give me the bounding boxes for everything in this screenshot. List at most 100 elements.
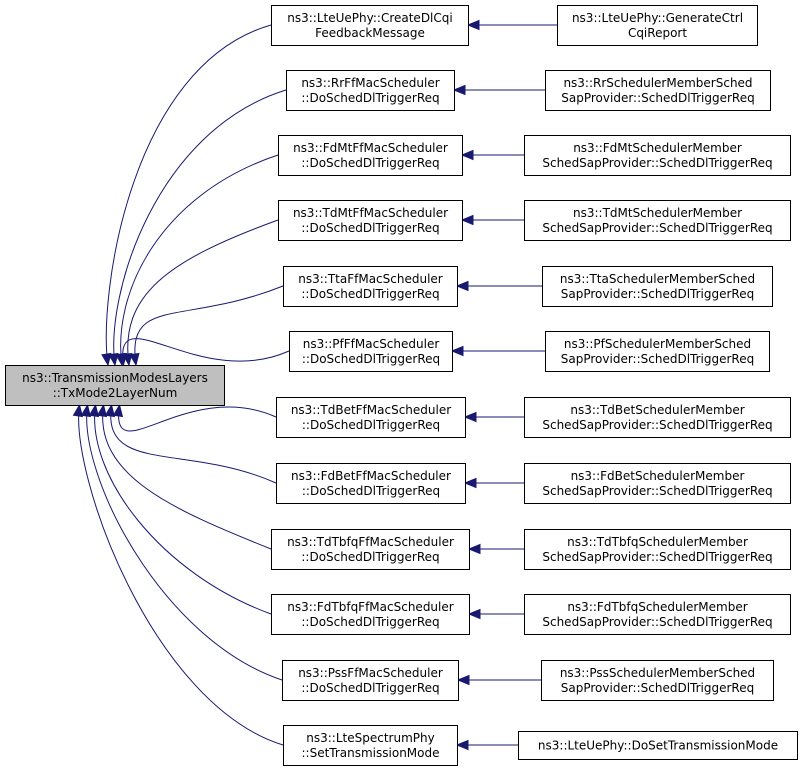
edge-c8-to-root bbox=[110, 404, 277, 484]
node-label-line: ::TxMode2LayerNum bbox=[53, 386, 178, 400]
node-label-line: ns3::LteUePhy::DoSetTransmissionMode bbox=[538, 739, 778, 753]
node-box bbox=[518, 731, 798, 760]
nodes-layer: ns3::TransmissionModesLayers::TxMode2Lay… bbox=[5, 5, 798, 766]
edge-c3-to-root bbox=[120, 154, 279, 366]
node-label-line: ns3::FdBetFfMacScheduler bbox=[291, 469, 451, 483]
edge-c2-to-root bbox=[113, 89, 287, 366]
node-label-line: SapProvider::SchedDlTriggerReq bbox=[561, 91, 754, 105]
node-box bbox=[524, 397, 791, 438]
node-label-line: ::SetTransmissionMode bbox=[301, 746, 439, 760]
node-c12[interactable]: ns3::LteSpectrumPhy::SetTransmissionMode bbox=[283, 725, 458, 766]
node-box bbox=[524, 594, 791, 635]
node-label-line: SapProvider::SchedDlTriggerReq bbox=[561, 352, 754, 366]
node-c11[interactable]: ns3::PssFfMacScheduler::DoSchedDlTrigger… bbox=[282, 660, 459, 701]
node-o11[interactable]: ns3::PssSchedulerMemberSchedSapProvider:… bbox=[541, 660, 774, 701]
node-o5[interactable]: ns3::TtaSchedulerMemberSchedSapProvider:… bbox=[542, 266, 773, 307]
node-o7[interactable]: ns3::TdBetSchedulerMemberSchedSapProvide… bbox=[524, 397, 791, 438]
node-c9[interactable]: ns3::TdTbfqFfMacScheduler::DoSchedDlTrig… bbox=[271, 529, 470, 570]
edge-o2-to-c2-arrowhead bbox=[452, 84, 466, 96]
node-c1[interactable]: ns3::LteUePhy::CreateDlCqiFeedbackMessag… bbox=[271, 5, 469, 46]
node-box bbox=[542, 266, 773, 307]
node-box bbox=[524, 529, 791, 570]
node-label-line: ns3::LteUePhy::GenerateCtrl bbox=[572, 11, 743, 25]
node-label-line: ::DoSchedDlTriggerReq bbox=[302, 352, 440, 366]
node-label-line: ns3::FdBetSchedulerMember bbox=[571, 469, 745, 483]
node-box bbox=[5, 365, 225, 406]
node-box bbox=[524, 463, 791, 504]
node-label-line: SapProvider::SchedDlTriggerReq bbox=[561, 681, 754, 695]
node-label-line: ns3::TdTbfqFfMacScheduler bbox=[287, 535, 454, 549]
edge-c1-to-root bbox=[105, 24, 272, 366]
edge-o3-to-c3-arrowhead bbox=[460, 149, 474, 161]
edge-c5-to-root bbox=[134, 285, 284, 366]
node-label-line: ::DoSchedDlTriggerReq bbox=[301, 615, 439, 629]
node-box bbox=[282, 660, 459, 701]
node-label-line: SchedSapProvider::SchedDlTriggerReq bbox=[542, 550, 772, 564]
node-label-line: ns3::PssFfMacScheduler bbox=[298, 666, 443, 680]
node-o12[interactable]: ns3::LteUePhy::DoSetTransmissionMode bbox=[518, 731, 798, 760]
node-o3[interactable]: ns3::FdMtSchedulerMemberSchedSapProvider… bbox=[524, 135, 791, 176]
node-o9[interactable]: ns3::TdTbfqSchedulerMemberSchedSapProvid… bbox=[524, 529, 791, 570]
node-c5[interactable]: ns3::TtaFfMacScheduler::DoSchedDlTrigger… bbox=[283, 266, 458, 307]
node-label-line: ns3::FdMtFfMacScheduler bbox=[293, 141, 448, 155]
node-o4[interactable]: ns3::TdMtSchedulerMemberSchedSapProvider… bbox=[524, 200, 791, 241]
node-label-line: ns3::TdTbfqSchedulerMember bbox=[567, 535, 748, 549]
node-label-line: ns3::RrFfMacScheduler bbox=[301, 76, 439, 90]
edge-c10-to-root bbox=[94, 404, 272, 615]
node-label-line: SchedSapProvider::SchedDlTriggerReq bbox=[542, 221, 772, 235]
node-o8[interactable]: ns3::FdBetSchedulerMemberSchedSapProvide… bbox=[524, 463, 791, 504]
edge-c7-to-root-arrowhead bbox=[112, 403, 124, 418]
edge-o12-to-c12-arrowhead bbox=[455, 739, 469, 751]
edge-c9-to-root-arrowhead bbox=[96, 403, 108, 418]
node-c10[interactable]: ns3::FdTbfqFfMacScheduler::DoSchedDlTrig… bbox=[271, 594, 470, 635]
node-label-line: ::DoSchedDlTriggerReq bbox=[301, 681, 439, 695]
node-label-line: ns3::FdTbfqSchedulerMember bbox=[567, 600, 747, 614]
node-box bbox=[286, 70, 455, 111]
node-c6[interactable]: ns3::PfFfMacScheduler::DoSchedDlTriggerR… bbox=[289, 331, 453, 372]
node-box bbox=[524, 200, 791, 241]
node-label-line: ns3::TtaFfMacScheduler bbox=[298, 272, 443, 286]
node-label-line: ns3::PssSchedulerMemberSched bbox=[560, 666, 755, 680]
node-c7[interactable]: ns3::TdBetFfMacScheduler::DoSchedDlTrigg… bbox=[276, 397, 466, 438]
node-o10[interactable]: ns3::FdTbfqSchedulerMemberSchedSapProvid… bbox=[524, 594, 791, 635]
edge-o6-to-c6-arrowhead bbox=[450, 345, 464, 357]
edge-c8-to-root-arrowhead bbox=[104, 403, 116, 418]
node-label-line: SchedSapProvider::SchedDlTriggerReq bbox=[542, 156, 772, 170]
edge-c9-to-root bbox=[102, 404, 272, 550]
node-label-line: SapProvider::SchedDlTriggerReq bbox=[561, 287, 754, 301]
edge-o1-to-c1-arrowhead bbox=[466, 19, 480, 31]
node-box bbox=[271, 5, 469, 46]
edge-o4-to-c4-arrowhead bbox=[460, 214, 474, 226]
node-label-line: ::DoSchedDlTriggerReq bbox=[301, 550, 439, 564]
edge-o5-to-c5-arrowhead bbox=[455, 280, 469, 292]
node-label-line: SchedSapProvider::SchedDlTriggerReq bbox=[542, 615, 772, 629]
edge-c4-to-root bbox=[127, 219, 279, 366]
node-label-line: ns3::LteUePhy::CreateDlCqi bbox=[287, 11, 452, 25]
node-root[interactable]: ns3::TransmissionModesLayers::TxMode2Lay… bbox=[5, 365, 225, 406]
node-label-line: ns3::FdTbfqFfMacScheduler bbox=[287, 600, 453, 614]
edge-c11-to-root-arrowhead bbox=[80, 403, 92, 418]
node-box bbox=[557, 5, 758, 46]
node-label-line: ::DoSchedDlTriggerReq bbox=[301, 156, 439, 170]
edge-c2-to-root-arrowhead bbox=[108, 352, 119, 367]
node-label-line: ns3::TdMtSchedulerMember bbox=[573, 206, 742, 220]
edge-c12-to-root-arrowhead bbox=[72, 403, 84, 418]
edges-layer bbox=[72, 19, 557, 751]
edge-o8-to-c8-arrowhead bbox=[463, 477, 477, 489]
node-box bbox=[278, 135, 463, 176]
edge-c6-to-root-arrowhead bbox=[116, 352, 128, 367]
node-c2[interactable]: ns3::RrFfMacScheduler::DoSchedDlTriggerR… bbox=[286, 70, 455, 111]
edge-c10-to-root-arrowhead bbox=[88, 403, 100, 418]
node-c8[interactable]: ns3::FdBetFfMacScheduler::DoSchedDlTrigg… bbox=[276, 463, 466, 504]
node-label-line: ns3::TdBetSchedulerMember bbox=[570, 403, 744, 417]
edge-c1-to-root-arrowhead bbox=[101, 352, 112, 367]
node-o2[interactable]: ns3::RrSchedulerMemberSchedSapProvider::… bbox=[545, 70, 771, 111]
node-c4[interactable]: ns3::TdMtFfMacScheduler::DoSchedDlTrigge… bbox=[278, 200, 463, 241]
node-box bbox=[276, 397, 466, 438]
node-box bbox=[271, 594, 470, 635]
node-box bbox=[283, 266, 458, 307]
node-c3[interactable]: ns3::FdMtFfMacScheduler::DoSchedDlTrigge… bbox=[278, 135, 463, 176]
node-o6[interactable]: ns3::PfSchedulerMemberSchedSapProvider::… bbox=[545, 331, 770, 372]
